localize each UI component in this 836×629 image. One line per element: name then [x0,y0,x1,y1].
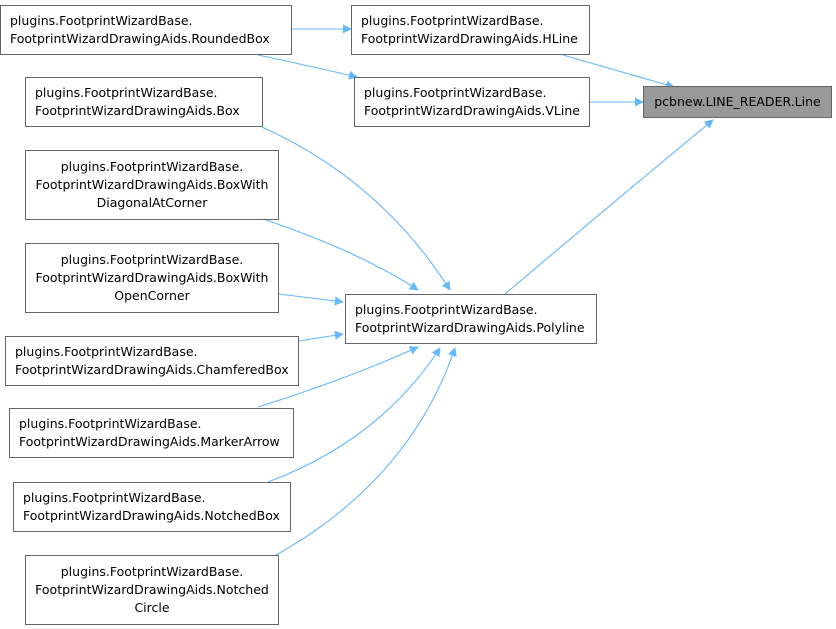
node-label-line: FootprintWizardDrawingAids.Box [35,103,240,118]
node-label-line: OpenCorner [114,288,190,303]
node-boxwith-diagonalatcorner[interactable]: plugins.FootprintWizardBase. FootprintWiz… [25,150,279,220]
node-vline[interactable]: plugins.FootprintWizardBase. FootprintWiz… [354,77,590,127]
node-label-line: FootprintWizardDrawingAids.MarkerArrow [19,434,280,449]
node-label-line: plugins.FootprintWizardBase. [19,416,202,431]
node-label-line: Circle [134,600,170,615]
node-label-line: plugins.FootprintWizardBase. [355,302,538,317]
node-label-line: plugins.FootprintWizardBase. [60,159,244,174]
node-chamferedbox[interactable]: plugins.FootprintWizardBase. FootprintWiz… [5,336,299,386]
edge-polyline-to-root [504,119,714,295]
node-label-line: FootprintWizardDrawingAids.BoxWith [35,177,269,192]
node-boxwith-opencorner[interactable]: plugins.FootprintWizardBase. FootprintWiz… [25,243,279,313]
node-label-line: pcbnew.LINE_READER.Line [654,94,821,109]
edge-chamfered-to-polyline [298,330,344,342]
node-label-line: FootprintWizardDrawingAids.NotchedBox [23,508,280,523]
node-box[interactable]: plugins.FootprintWizardBase. FootprintWiz… [25,77,263,127]
edge-roundedbox-to-vline [257,54,358,80]
node-label-line: plugins.FootprintWizardBase. [23,490,206,505]
node-polyline[interactable]: plugins.FootprintWizardBase. FootprintWiz… [345,294,597,344]
node-pcbnew-line-reader-line[interactable]: pcbnew.LINE_READER.Line [643,86,832,118]
node-label-line: FootprintWizardDrawingAids.ChamferedBox [15,362,289,377]
edge-notchedcircle-to-polyline [275,347,457,556]
node-label-line: plugins.FootprintWizardBase. [364,85,547,100]
edge-marker-to-polyline [257,346,419,408]
edge-boxdiag-to-polyline [265,219,419,291]
node-notched-circle[interactable]: plugins.FootprintWizardBase. FootprintWiz… [25,555,279,625]
node-label-line: FootprintWizardDrawingAids.BoxWith [35,270,269,285]
node-roundedbox[interactable]: plugins.FootprintWizardBase. FootprintWiz… [0,5,292,55]
node-label-line: plugins.FootprintWizardBase. [15,344,198,359]
node-label-line: FootprintWizardDrawingAids.Notched [35,582,269,597]
node-markerarrow[interactable]: plugins.FootprintWizardBase. FootprintWiz… [9,408,294,458]
node-label-line: plugins.FootprintWizardBase. [35,85,218,100]
node-label-line: FootprintWizardDrawingAids.HLine [361,31,578,46]
node-label-line: FootprintWizardDrawingAids.VLine [364,103,580,118]
node-hline[interactable]: plugins.FootprintWizardBase. FootprintWiz… [351,5,590,55]
edge-hline-to-root [562,54,675,90]
node-label-line: FootprintWizardDrawingAids.Polyline [355,320,585,335]
node-label-line: DiagonalAtCorner [96,195,208,210]
node-label-line: plugins.FootprintWizardBase. [60,252,244,267]
edge-box-to-polyline [261,126,451,291]
node-label-line: plugins.FootprintWizardBase. [10,13,193,28]
node-label-line: plugins.FootprintWizardBase. [361,13,544,28]
node-label-line: FootprintWizardDrawingAids.RoundedBox [10,31,270,46]
edge-notchedbox-to-polyline [267,347,441,483]
node-label-line: plugins.FootprintWizardBase. [60,564,244,579]
node-notchedbox[interactable]: plugins.FootprintWizardBase. FootprintWiz… [13,482,291,532]
edge-boxopen-to-polyline [278,293,344,306]
